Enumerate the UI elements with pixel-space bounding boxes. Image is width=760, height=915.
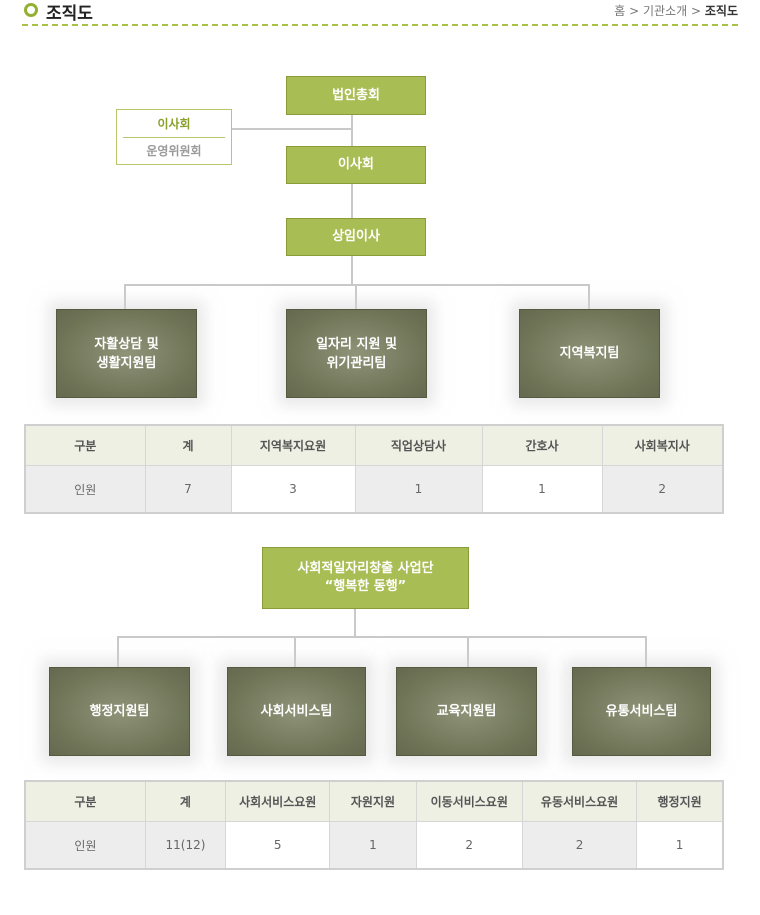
- staff-table-2: 구분 계 사회서비스요원 자원지원 이동서비스요원 유동서비스요원 행정지원 인…: [24, 780, 724, 870]
- breadcrumb-section[interactable]: 기관소개: [642, 4, 688, 18]
- connector-line: [351, 255, 353, 285]
- connector-line: [467, 636, 469, 668]
- side-box-divider: [123, 137, 225, 138]
- connector-line: [294, 636, 296, 668]
- connector-line: [117, 636, 119, 668]
- page-title: 조직도: [46, 4, 93, 24]
- breadcrumb: 홈 > 기관소개 > 조직도: [614, 2, 738, 19]
- team-box: 일자리 지원 및 위기관리팀: [286, 309, 427, 398]
- table-header-cell: 이동서비스요원: [415, 780, 523, 822]
- table-header-cell: 지역복지요원: [230, 424, 356, 466]
- connector-line: [124, 284, 126, 310]
- connector-line: [588, 284, 590, 310]
- connector-line: [354, 608, 356, 638]
- team-box: 지역복지팀: [519, 309, 660, 398]
- table-cell: 11(12): [144, 821, 227, 870]
- org-box-business-unit: 사회적일자리창출 사업단 “행복한 동행”: [262, 547, 469, 609]
- team-box: 사회서비스팀: [227, 667, 366, 756]
- org-box-director: 상임이사: [286, 218, 426, 256]
- team-box-label: 유통서비스팀: [605, 704, 678, 719]
- table-header-cell: 유동서비스요원: [521, 780, 638, 822]
- title-bullet-icon: [24, 3, 38, 17]
- table-header-cell: 사회서비스요원: [225, 780, 331, 822]
- connector-line: [645, 636, 647, 668]
- breadcrumb-separator-icon: >: [690, 4, 702, 18]
- org-box-board: 이사회: [286, 146, 426, 184]
- table-cell: 1: [481, 465, 603, 514]
- connector-line: [124, 284, 590, 286]
- staff-table-1: 구분 계 지역복지요원 직업상담사 간호사 사회복지사 인원 7 3 1 1 2: [24, 424, 724, 514]
- side-box-committee-label: 운영위원회: [146, 144, 202, 158]
- team-box-label: 일자리 지원 및 위기관리팀: [316, 336, 397, 371]
- team-box: 교육지원팀: [396, 667, 537, 756]
- table-cell: 인원: [24, 465, 146, 514]
- team-box-label: 사회서비스팀: [260, 704, 333, 719]
- team-box: 행정지원팀: [49, 667, 190, 756]
- team-box-label: 자활상담 및 생활지원팀: [94, 336, 159, 371]
- org-side-box: 이사회 운영위원회: [116, 109, 232, 165]
- breadcrumb-home[interactable]: 홈: [614, 4, 626, 18]
- table-header-cell: 구분: [24, 780, 146, 822]
- breadcrumb-separator-icon: >: [629, 4, 640, 18]
- connector-line: [117, 636, 647, 638]
- org-box-general-assembly: 법인총회: [286, 76, 426, 115]
- org-box-label: 상임이사: [332, 229, 380, 244]
- org-box-label: 이사회: [338, 157, 374, 172]
- table-header-row: 구분 계 사회서비스요원 자원지원 이동서비스요원 유동서비스요원 행정지원: [24, 780, 724, 822]
- table-header-cell: 사회복지사: [601, 424, 724, 466]
- table-header-row: 구분 계 지역복지요원 직업상담사 간호사 사회복지사: [24, 424, 724, 466]
- table-cell: 인원: [24, 821, 146, 870]
- table-cell: 2: [521, 821, 638, 870]
- connector-line: [351, 183, 353, 218]
- connector-line: [355, 284, 357, 310]
- table-cell: 2: [601, 465, 724, 514]
- connector-line: [351, 114, 353, 146]
- breadcrumb-current: 조직도: [704, 4, 738, 18]
- team-box-label: 교육지원팀: [436, 704, 497, 719]
- table-row: 인원 11(12) 5 1 2 2 1: [24, 821, 724, 870]
- table-cell: 1: [636, 821, 724, 870]
- table-header-cell: 행정지원: [636, 780, 724, 822]
- table-row: 인원 7 3 1 1 2: [24, 465, 724, 514]
- table-header-cell: 간호사: [481, 424, 603, 466]
- connector-line: [230, 128, 352, 130]
- table-cell: 2: [415, 821, 523, 870]
- org-box-label: 사회적일자리창출 사업단: [297, 561, 434, 576]
- team-box-label: 지역복지팀: [559, 346, 620, 361]
- org-box-label: 법인총회: [332, 87, 380, 103]
- table-cell: 3: [230, 465, 356, 514]
- side-box-board-label: 이사회: [157, 117, 191, 131]
- org-box-subtitle: “행복한 동행”: [324, 579, 407, 594]
- team-box: 자활상담 및 생활지원팀: [56, 309, 197, 398]
- table-cell: 1: [329, 821, 417, 870]
- table-header-cell: 자원지원: [329, 780, 417, 822]
- header-divider: [22, 24, 738, 26]
- team-box: 유통서비스팀: [572, 667, 711, 756]
- table-header-cell: 구분: [24, 424, 146, 466]
- team-box-label: 행정지원팀: [89, 704, 150, 719]
- table-cell: 1: [354, 465, 483, 514]
- table-cell: 5: [225, 821, 331, 870]
- table-header-cell: 계: [144, 424, 232, 466]
- table-header-cell: 계: [144, 780, 227, 822]
- table-cell: 7: [144, 465, 232, 514]
- table-header-cell: 직업상담사: [354, 424, 483, 466]
